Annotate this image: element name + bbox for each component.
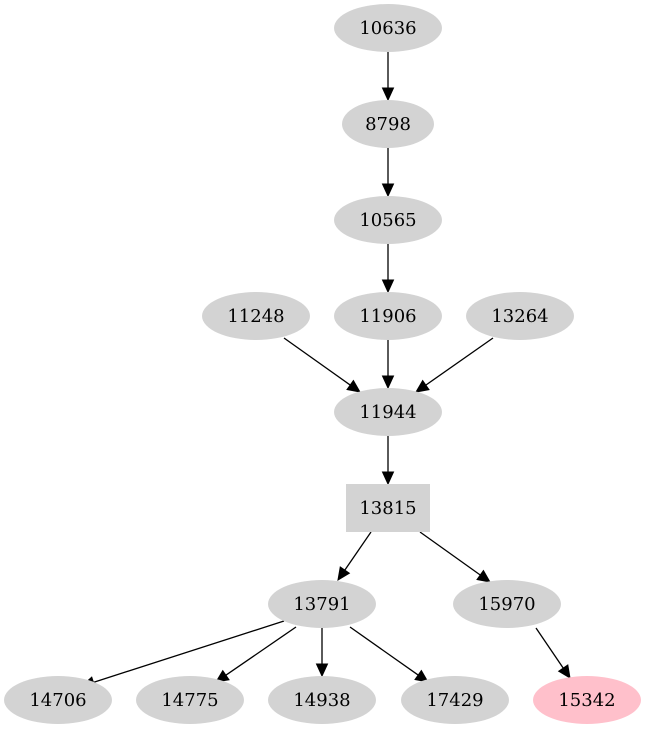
node-label: 11248 bbox=[227, 306, 284, 327]
edge-13815-to-13791 bbox=[337, 531, 372, 581]
node-shape bbox=[334, 4, 442, 52]
node-label: 11906 bbox=[359, 306, 416, 327]
arrowhead-icon bbox=[381, 279, 395, 294]
node-label: 10636 bbox=[359, 18, 416, 39]
node-label: 15342 bbox=[558, 690, 615, 711]
arrowhead-icon bbox=[346, 379, 361, 393]
arrowhead-icon bbox=[414, 669, 429, 683]
arrowhead-icon bbox=[381, 87, 395, 102]
node-17429: 17429 bbox=[401, 676, 509, 724]
node-14706: 14706 bbox=[4, 676, 112, 724]
node-shape bbox=[334, 388, 442, 436]
arrowhead-icon bbox=[381, 471, 395, 486]
node-label: 10565 bbox=[359, 210, 416, 231]
node-label: 13815 bbox=[359, 498, 416, 519]
edge-13791-to-14938 bbox=[315, 628, 329, 678]
node-13791: 13791 bbox=[268, 580, 376, 628]
arrowhead-icon bbox=[476, 569, 491, 583]
node-shape bbox=[346, 484, 430, 532]
edges-layer bbox=[80, 52, 571, 689]
edge-11248-to-11944 bbox=[283, 337, 361, 393]
node-shape bbox=[202, 292, 310, 340]
edge-13791-to-14775 bbox=[215, 626, 297, 683]
node-shape bbox=[342, 100, 434, 148]
arrowhead-icon bbox=[315, 663, 329, 678]
node-label: 14938 bbox=[293, 690, 350, 711]
edge-11906-to-11944 bbox=[381, 340, 395, 390]
arrowhead-icon bbox=[415, 379, 430, 393]
node-11248: 11248 bbox=[202, 292, 310, 340]
arrowhead-icon bbox=[337, 566, 351, 581]
node-label: 15970 bbox=[478, 594, 535, 615]
edge-8798-to-10565 bbox=[381, 148, 395, 198]
node-15970: 15970 bbox=[453, 580, 561, 628]
node-11906: 11906 bbox=[334, 292, 442, 340]
edge-13791-to-17429 bbox=[349, 626, 429, 683]
node-11944: 11944 bbox=[334, 388, 442, 436]
node-14938: 14938 bbox=[268, 676, 376, 724]
node-label: 14775 bbox=[161, 690, 218, 711]
node-shape bbox=[401, 676, 509, 724]
edge-10636-to-8798 bbox=[381, 52, 395, 102]
node-13264: 13264 bbox=[466, 292, 574, 340]
edge-13264-to-11944 bbox=[415, 337, 494, 393]
node-shape bbox=[466, 292, 574, 340]
edge-11944-to-13815 bbox=[381, 436, 395, 486]
node-10565: 10565 bbox=[334, 196, 442, 244]
arrowhead-icon bbox=[381, 183, 395, 198]
node-label: 13791 bbox=[293, 594, 350, 615]
node-shape bbox=[453, 580, 561, 628]
node-13815: 13815 bbox=[346, 484, 430, 532]
node-shape bbox=[334, 196, 442, 244]
node-shape bbox=[533, 676, 641, 724]
node-shape bbox=[4, 676, 112, 724]
edge-10565-to-11906 bbox=[381, 244, 395, 294]
node-label: 11944 bbox=[359, 402, 416, 423]
edge-15970-to-15342 bbox=[535, 627, 571, 679]
node-shape bbox=[334, 292, 442, 340]
node-shape bbox=[268, 676, 376, 724]
node-14775: 14775 bbox=[136, 676, 244, 724]
node-15342: 15342 bbox=[533, 676, 641, 724]
arrowhead-icon bbox=[557, 664, 571, 679]
edge-13815-to-15970 bbox=[419, 531, 491, 583]
node-10636: 10636 bbox=[334, 4, 442, 52]
node-label: 8798 bbox=[365, 114, 411, 135]
arrowhead-icon bbox=[381, 375, 395, 390]
node-label: 13264 bbox=[491, 306, 548, 327]
node-label: 14706 bbox=[29, 690, 86, 711]
nodes-layer: 10636 8798 10565 11248 11906 13264 11944 13815 1… bbox=[4, 4, 641, 724]
node-shape bbox=[136, 676, 244, 724]
node-shape bbox=[268, 580, 376, 628]
node-8798: 8798 bbox=[342, 100, 434, 148]
node-label: 17429 bbox=[426, 690, 483, 711]
